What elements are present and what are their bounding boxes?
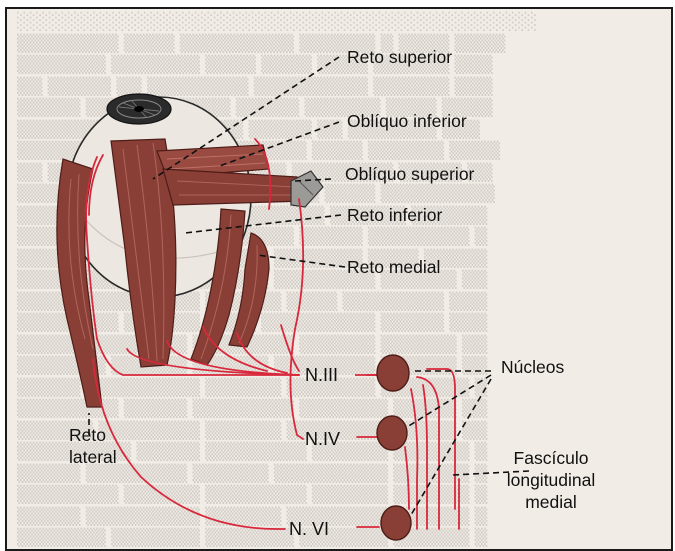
nerve-vi-path [93, 359, 285, 529]
label-fasciculo-line3: medial [525, 492, 577, 512]
nucleus-vi [381, 506, 411, 540]
label-nerve-iii: N.III [305, 365, 338, 385]
label-fasciculo-line2: longitudinal [507, 470, 596, 490]
label-obliquo-superior: Oblíquo superior [345, 164, 475, 184]
label-nerve-vi: N. VI [289, 519, 329, 539]
label-nerve-iv: N.IV [305, 429, 340, 449]
eye-muscles-diagram: Reto superior Oblíquo inferior Oblíquo s… [7, 9, 671, 549]
label-reto-lateral-line1: Reto [69, 425, 106, 445]
nucleus-iv [377, 416, 407, 450]
label-reto-lateral-line2: lateral [69, 447, 117, 467]
label-obliquo-inferior: Oblíquo inferior [347, 111, 467, 131]
label-reto-inferior: Reto inferior [347, 205, 442, 225]
nucleus-iii [377, 355, 409, 391]
obliquo-superior-muscle [163, 169, 303, 205]
label-nucleos: Núcleos [501, 357, 564, 377]
nerve-iv-path [290, 199, 303, 439]
figure-frame: ░░░░░░░░░░░░░░░░░░░░░░░░░░░░░░░░░░░░░░░░… [5, 7, 673, 551]
label-reto-medial: Reto medial [347, 257, 440, 277]
label-fasciculo-line1: Fascículo [514, 448, 589, 468]
label-reto-superior: Reto superior [347, 47, 452, 67]
